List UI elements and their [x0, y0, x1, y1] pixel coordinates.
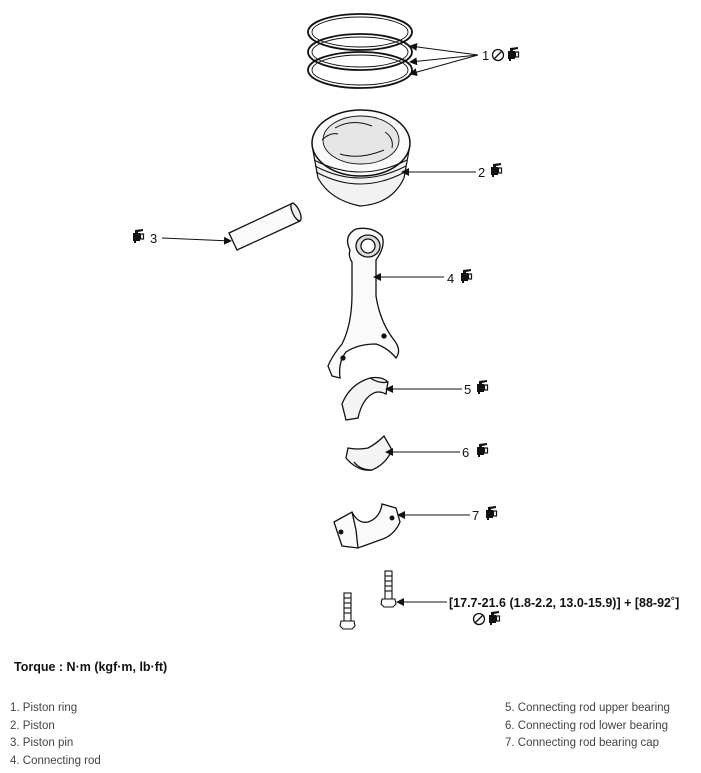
do-not-reuse-icon — [491, 48, 505, 62]
parts-legend-left: 1. Piston ring 2. Piston 3. Piston pin 4… — [10, 700, 101, 770]
piston-pin — [228, 202, 302, 251]
legend-item: 1. Piston ring — [10, 702, 78, 714]
connecting-rod-bolt — [380, 570, 397, 608]
torque-units-heading: Torque : N·m (kgf·m, lb·ft) — [14, 660, 168, 674]
oil-can-icon — [132, 228, 145, 244]
callout-7: 7 — [472, 508, 479, 523]
oil-can-icon — [488, 610, 501, 626]
connecting-rod-bearing-cap — [333, 503, 401, 549]
oil-can-icon — [460, 268, 473, 284]
legend-item: 7. Connecting rod bearing cap — [505, 737, 660, 749]
legend-item: 6. Connecting rod lower bearing — [505, 719, 669, 732]
bolt-torque-spec: [17.7-21.6 (1.8-2.2, 13.0-15.9)] + [88-9… — [449, 596, 679, 610]
exploded-view-diagram: 1 2 3 4 5 — [132, 13, 679, 630]
connecting-rod-bolt — [339, 592, 356, 630]
callout-1: 1 — [482, 48, 489, 63]
callout-4: 4 — [447, 271, 454, 286]
legend-item: 4. Connecting rod — [10, 754, 101, 767]
leader-line-1 — [409, 42, 479, 76]
callout-2: 2 — [478, 165, 485, 180]
connecting-rod-lower-bearing — [345, 434, 393, 471]
connecting-rod-upper-bearing — [341, 376, 389, 421]
legend-item: 5. Connecting rod upper bearing — [505, 702, 670, 714]
callout-6: 6 — [462, 445, 469, 460]
callout-3: 3 — [150, 231, 157, 246]
oil-can-icon — [490, 162, 503, 178]
oil-can-icon — [476, 442, 489, 458]
leader-line-3 — [161, 236, 232, 245]
oil-can-icon — [485, 505, 498, 521]
connecting-rod — [327, 227, 400, 379]
do-not-reuse-icon — [472, 612, 486, 626]
callout-5: 5 — [464, 382, 471, 397]
piston-rings — [307, 13, 413, 89]
legend-item: 2. Piston — [10, 719, 55, 732]
legend-item: 3. Piston pin — [10, 737, 74, 749]
piston — [311, 109, 411, 207]
parts-legend-right: 5. Connecting rod upper bearing 6. Conne… — [505, 700, 670, 753]
oil-can-icon — [476, 379, 489, 395]
oil-can-icon — [507, 46, 520, 62]
